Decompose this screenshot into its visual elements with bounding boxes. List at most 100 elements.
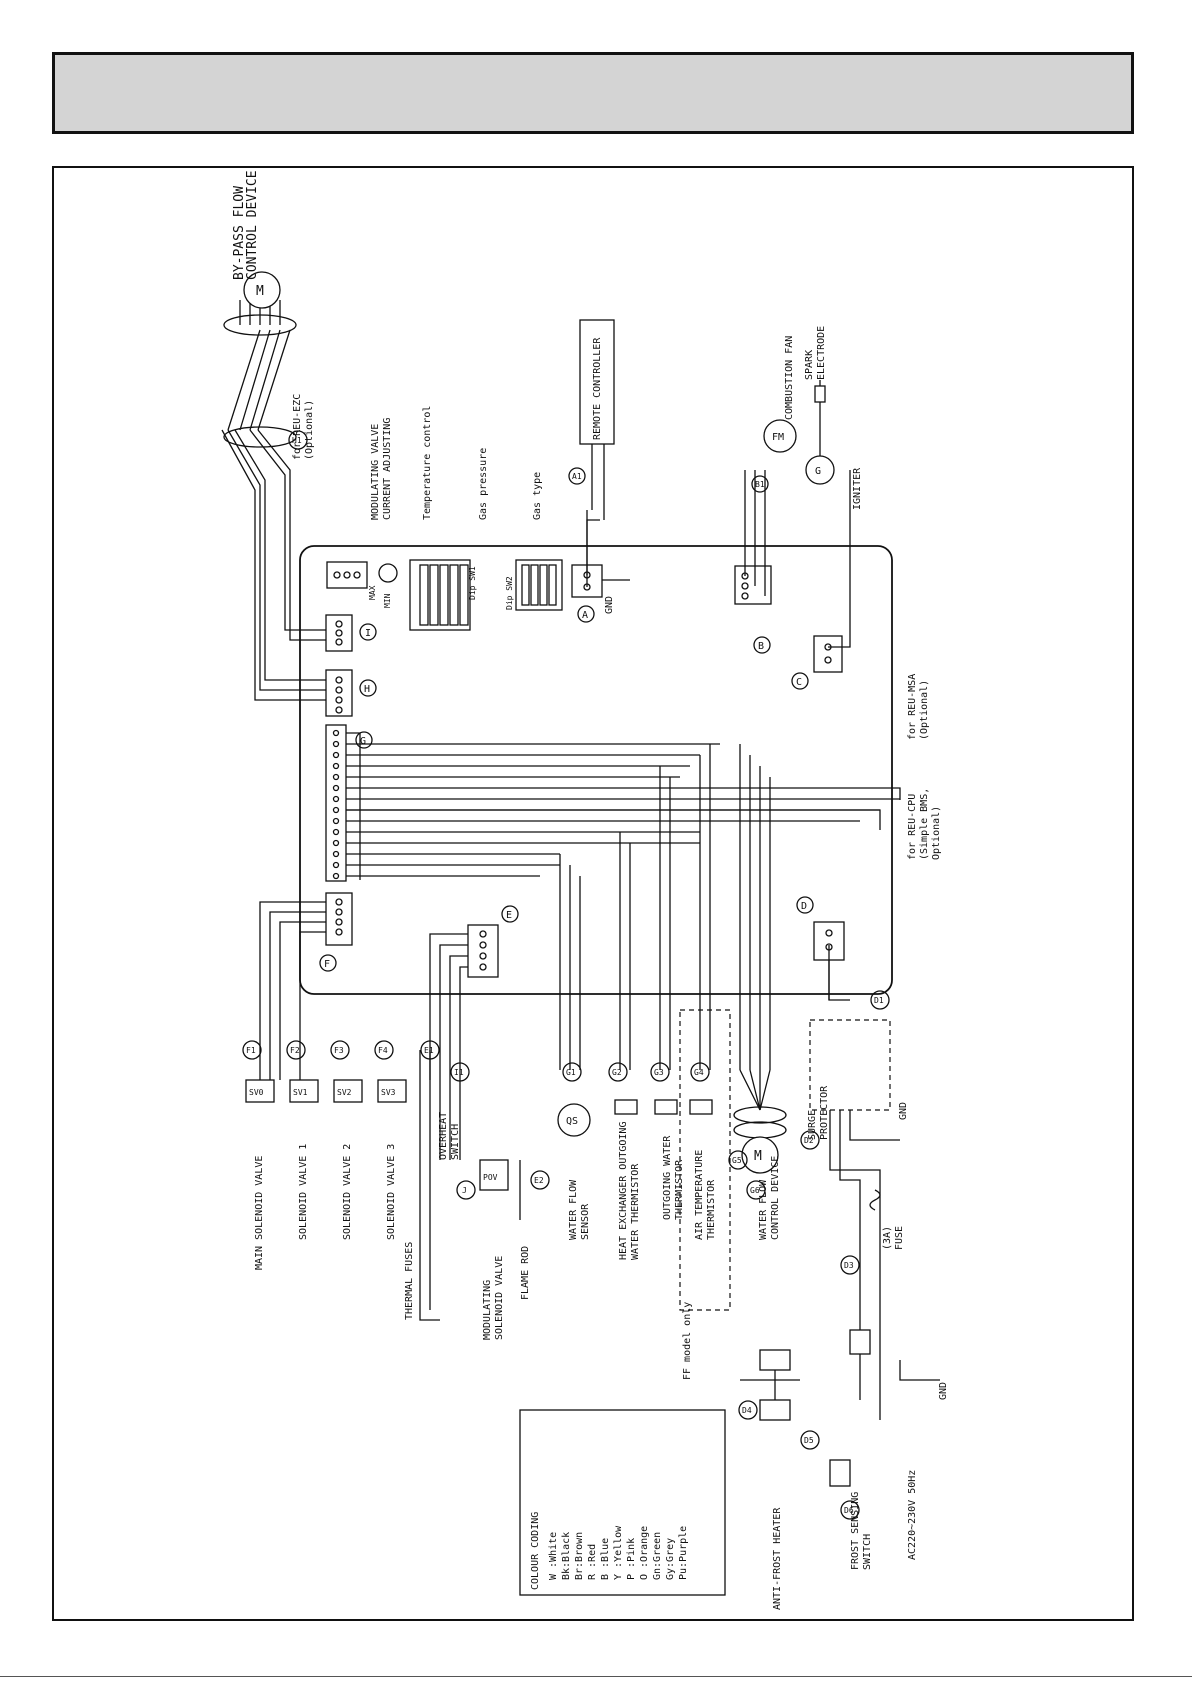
svg-text:R :Red: R :Red bbox=[587, 1544, 598, 1580]
combustion-fan bbox=[763, 419, 797, 453]
solenoid-1-label: SOLENOID VALVE 1 bbox=[298, 1144, 309, 1240]
dip-sw2-label: Dip SW2 bbox=[505, 576, 514, 610]
reu-cpu-label-3: Optional) bbox=[931, 806, 942, 860]
water-flow-motor-letter: M bbox=[754, 1149, 762, 1164]
connector-i-badge bbox=[359, 623, 377, 641]
svg-text:B :Blue: B :Blue bbox=[600, 1538, 611, 1580]
connector-b1-label: B1 bbox=[755, 480, 765, 489]
spark-label-1: SPARK bbox=[804, 350, 815, 380]
connector-g6-label: G6 bbox=[750, 1186, 760, 1195]
connector-e-label: E bbox=[506, 910, 512, 921]
water-flow-control-motor bbox=[741, 1136, 779, 1174]
connector-g2-badge bbox=[608, 1062, 628, 1082]
connector-g6-badge bbox=[746, 1180, 766, 1200]
water-flow-sensor bbox=[557, 1103, 591, 1137]
reu-msa-label-2: (Optional) bbox=[919, 680, 930, 740]
water-flow-harness bbox=[733, 1069, 787, 1139]
svg-text:W :White: W :White bbox=[548, 1532, 559, 1580]
svg-text:SV2: SV2 bbox=[337, 1088, 352, 1097]
connector-d5-badge bbox=[800, 1430, 820, 1450]
connector-top-left bbox=[326, 561, 368, 589]
power-gnd-label: GND bbox=[938, 1382, 949, 1400]
connector-d6-label: D6 bbox=[844, 1506, 854, 1515]
connector-a-badge bbox=[577, 605, 595, 623]
connector-g3-label: G3 bbox=[654, 1068, 664, 1077]
solenoid-valves: SV0 SV1 SV2 SV3 bbox=[245, 1079, 407, 1103]
svg-text:SV0: SV0 bbox=[249, 1088, 264, 1097]
surge-label-2: PROTECTOR bbox=[819, 1085, 830, 1140]
connector-e-badge bbox=[501, 905, 519, 923]
svg-text:Br:Brown: Br:Brown bbox=[574, 1532, 585, 1580]
modulating-valve-current-label-1: MODULATING VALVE bbox=[370, 424, 381, 520]
connector-i-label: I bbox=[365, 628, 371, 639]
svg-text:P :Pink: P :Pink bbox=[626, 1538, 637, 1580]
reu-cpu-label-1: for REU-CPU bbox=[907, 794, 918, 860]
connector-d-label: D bbox=[801, 901, 807, 912]
connector-h-badge bbox=[359, 679, 377, 697]
wire-bus bbox=[221, 300, 901, 1160]
heat-exchanger-label-1: HEAT EXCHANGER OUTGOING bbox=[618, 1122, 629, 1260]
svg-text:Pu:Purple: Pu:Purple bbox=[678, 1526, 689, 1580]
reu-ezc-label-1: for REU-EZC bbox=[292, 394, 303, 460]
flame-rod-label: FLAME ROD bbox=[520, 1246, 531, 1300]
remote-controller[interactable] bbox=[579, 319, 615, 445]
ff-model-only-label: FF model only bbox=[682, 1302, 693, 1380]
colour-coding-title: COLOUR CODING bbox=[530, 1512, 541, 1590]
connector-g5-label: G5 bbox=[732, 1156, 742, 1165]
connector-d6-badge bbox=[840, 1500, 860, 1520]
solenoid-3-label: SOLENOID VALVE 3 bbox=[386, 1144, 397, 1240]
page-rule bbox=[0, 1676, 1192, 1677]
connector-d4-badge bbox=[738, 1400, 758, 1420]
connector-g4-label: G4 bbox=[694, 1068, 704, 1077]
connector-d-badge bbox=[796, 896, 814, 914]
modulating-valve-current-label-2: CURRENT ADJUSTING bbox=[382, 418, 393, 520]
gnd-terminal-label: GND bbox=[604, 596, 615, 614]
connector-d5-label: D5 bbox=[804, 1436, 814, 1445]
bypass-motor bbox=[243, 271, 281, 309]
connector-f1-label: F1 bbox=[246, 1046, 256, 1055]
igniter-label: IGNITER bbox=[852, 467, 863, 510]
connector-b-label: B bbox=[758, 641, 764, 652]
connector-f3-badge bbox=[330, 1040, 350, 1060]
modulating-solenoid-label-1: MODULATING bbox=[482, 1280, 493, 1340]
gas-type-label: Gas type bbox=[532, 472, 543, 520]
surge-label-1: SURGE bbox=[807, 1110, 818, 1140]
connector-j-label: J bbox=[462, 1186, 467, 1195]
water-flow-control-label-2: CONTROL DEVICE bbox=[770, 1156, 781, 1240]
thermal-fuses-label: THERMAL FUSES bbox=[404, 1242, 415, 1320]
modulating-solenoid-label-2: SOLENOID VALVE bbox=[494, 1256, 505, 1340]
connector-c-label: C bbox=[796, 677, 802, 688]
connector-f4-badge bbox=[374, 1040, 394, 1060]
reu-cpu-label-2: (Simple BMS, bbox=[919, 788, 930, 860]
connector-h1-badge bbox=[288, 430, 308, 450]
connector-g-label: G bbox=[360, 736, 366, 747]
connector-h-label: H bbox=[364, 684, 370, 695]
connector-d1-badge bbox=[870, 990, 890, 1010]
svg-text:Y :Yellow: Y :Yellow bbox=[613, 1525, 624, 1580]
connector-h1-label: H1 bbox=[292, 436, 302, 445]
connector-j-badge bbox=[456, 1180, 476, 1200]
diagram-frame bbox=[52, 166, 1134, 1621]
connector-d2-label: D2 bbox=[804, 1136, 814, 1145]
connector-d4-label: D4 bbox=[742, 1406, 752, 1415]
connector-i1-badge bbox=[450, 1062, 470, 1082]
connector-d3-badge bbox=[840, 1255, 860, 1275]
connector-f2-label: F2 bbox=[290, 1046, 300, 1055]
gas-pressure-label: Gas pressure bbox=[478, 448, 489, 520]
svg-text:Bk:Black: Bk:Black bbox=[561, 1532, 572, 1580]
bypass-flow-label-1: BY-PASS FLOW bbox=[232, 186, 247, 280]
frost-sensing-switch bbox=[829, 1459, 851, 1487]
connector-g3-badge bbox=[650, 1062, 670, 1082]
connector-g2-label: G2 bbox=[612, 1068, 622, 1077]
connector-g bbox=[325, 724, 347, 882]
connector-c-badge bbox=[791, 672, 809, 690]
fuse-label-1: (3A) bbox=[882, 1226, 893, 1250]
connector-g1-badge bbox=[562, 1062, 582, 1082]
connector-f4-label: F4 bbox=[378, 1046, 388, 1055]
main-solenoid-label: MAIN SOLENOID VALVE bbox=[254, 1156, 265, 1270]
svg-text:O :Orange: O :Orange bbox=[639, 1526, 650, 1580]
fan-letter: FM bbox=[772, 432, 784, 443]
connector-f3-label: F3 bbox=[334, 1046, 344, 1055]
connector-d3-label: D3 bbox=[844, 1261, 854, 1270]
